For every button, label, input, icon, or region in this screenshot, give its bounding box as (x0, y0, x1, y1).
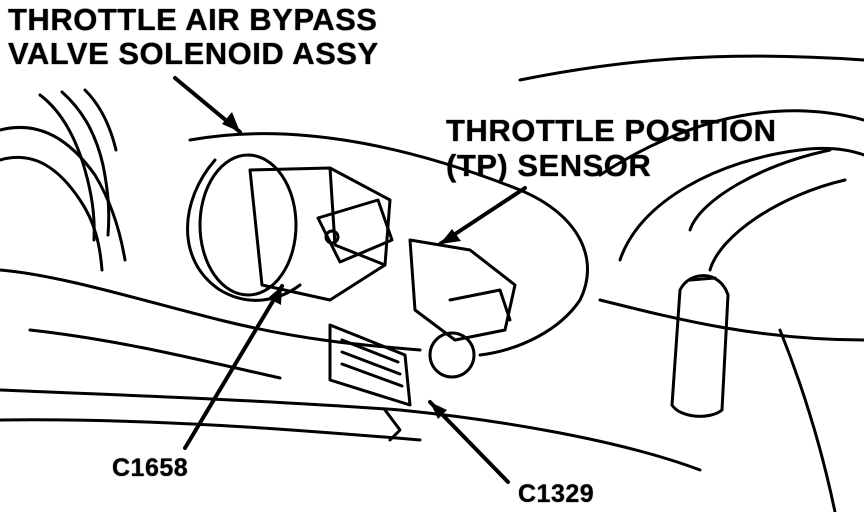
bypass-solenoid-cap (316, 198, 394, 264)
c1329-connector (328, 323, 412, 407)
tp-sensor-housing (408, 238, 517, 342)
bypass-solenoid-face (328, 166, 387, 267)
left-hose-lower (0, 155, 104, 272)
right-body-curve (778, 328, 837, 512)
hose-clamp-band (688, 148, 832, 232)
label-bypass-valve-line2: VALVE SOLENOID ASSY (8, 36, 379, 71)
left-hose-upper (0, 125, 127, 262)
throttle-bore-end (198, 153, 298, 297)
leader-c1329 (428, 400, 510, 484)
left-tube-a (38, 93, 96, 242)
label-connector-c1329: C1329 (518, 480, 595, 508)
clamp-screw-head (688, 276, 717, 282)
label-bypass-valve-line1: THROTTLE AIR BYPASS (8, 2, 378, 37)
arrowhead-c1658 (268, 286, 282, 305)
bypass-solenoid-block (248, 166, 392, 302)
lower-body-top (0, 268, 422, 352)
hose-clamp-band-2 (708, 178, 847, 272)
left-tube-c (83, 88, 118, 152)
label-tp-sensor-line2: (TP) SENSOR (446, 148, 652, 183)
throttle-bore-rim (186, 158, 302, 302)
tp-sensor-lug (448, 288, 512, 322)
arrowhead-bypass (222, 112, 240, 132)
left-tube-b (60, 90, 111, 237)
lower-body-base (0, 388, 702, 472)
bypass-solenoid-screw (324, 229, 340, 245)
tp-sensor-boss (428, 331, 476, 379)
right-body-top (518, 54, 864, 82)
right-body-lower (598, 298, 864, 342)
label-connector-c1658: C1658 (112, 454, 189, 482)
right-hose-inner (618, 146, 864, 262)
leader-c1658 (183, 284, 284, 450)
label-tp-sensor-line1: THROTTLE POSITION (446, 113, 777, 148)
connector-latch (383, 408, 402, 442)
arrowhead-c1329 (430, 402, 447, 419)
arrowhead-tp (440, 229, 461, 244)
c1329-ribs (340, 338, 404, 388)
lower-body-mid (28, 328, 282, 380)
lower-body-rib (0, 418, 422, 442)
right-hose-outer (598, 109, 864, 177)
throttle-body-shell (188, 132, 589, 357)
clamp-screw-body (670, 274, 730, 418)
